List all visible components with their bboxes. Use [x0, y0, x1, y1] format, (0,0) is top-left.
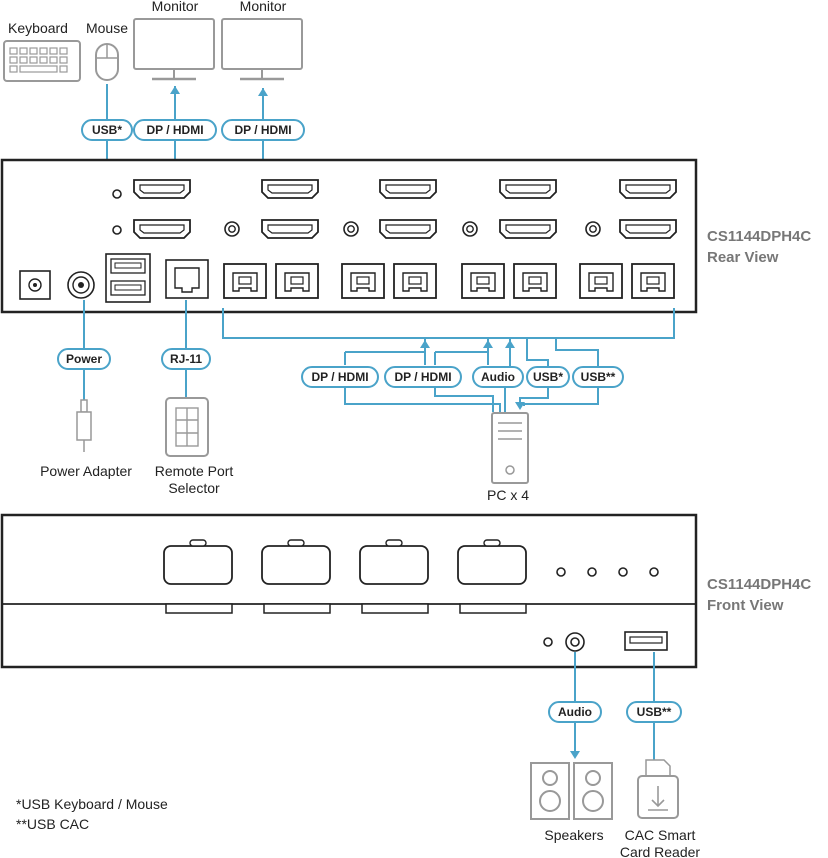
- rear-lower-wires: [83, 300, 675, 412]
- speakers-label: Speakers: [544, 827, 603, 843]
- card-reader-icon: [637, 759, 679, 819]
- cac-label-2: Card Reader: [620, 844, 700, 858]
- pc-usb-cac-pill: USB**: [572, 366, 624, 388]
- keyboard-label: Keyboard: [8, 20, 68, 36]
- keyboard-icon: [3, 40, 81, 82]
- footnote-usb-cac: **USB CAC: [16, 816, 89, 832]
- footnote-usb-kbm: *USB Keyboard / Mouse: [16, 796, 168, 812]
- svg-text:DP / HDMI: DP / HDMI: [234, 123, 291, 137]
- port-select-buttons: [163, 539, 527, 614]
- power-adapter-label: Power Adapter: [40, 463, 132, 479]
- pc-audio-pill: Audio: [472, 366, 524, 388]
- rear-model-label: CS1144DPH4C: [707, 228, 811, 245]
- usb-a-ports: [105, 253, 151, 303]
- power-switch: [67, 271, 95, 299]
- svg-text:USB*: USB*: [92, 123, 122, 137]
- svg-text:Audio: Audio: [481, 370, 515, 384]
- pc-label: PC x 4: [487, 487, 529, 503]
- rear-view-label: Rear View: [707, 249, 779, 266]
- remote-port-selector-icon: [165, 397, 209, 457]
- remote-port-label-1: Remote Port: [155, 463, 234, 479]
- remote-port-label-2: Selector: [168, 480, 220, 496]
- mouse-label: Mouse: [86, 20, 128, 36]
- svg-text:Power: Power: [66, 352, 102, 366]
- monitor-2-label: Monitor: [240, 0, 287, 14]
- monitor-2-icon: [220, 17, 304, 81]
- power-pill: Power: [57, 348, 111, 370]
- speakers-icon: [530, 762, 613, 820]
- svg-text:RJ-11: RJ-11: [170, 352, 202, 366]
- front-audio-jack: [565, 632, 585, 652]
- svg-text:DP / HDMI: DP / HDMI: [311, 370, 368, 384]
- rear-panel: [0, 158, 698, 314]
- power-jack: [19, 270, 51, 300]
- pc-dp-hdmi-pill-2: DP / HDMI: [384, 366, 462, 388]
- pc-dp-hdmi-pill-1: DP / HDMI: [301, 366, 379, 388]
- power-adapter-icon: [76, 399, 92, 452]
- svg-text:Audio: Audio: [558, 705, 592, 719]
- pc-tower-icon: [491, 412, 529, 484]
- monitor-1-label: Monitor: [152, 0, 199, 14]
- front-panel: [0, 513, 698, 669]
- rj11-pill: RJ-11: [161, 348, 211, 370]
- dp-hdmi-pill-1: DP / HDMI: [133, 119, 217, 141]
- front-view-label: Front View: [707, 597, 784, 614]
- svg-text:USB**: USB**: [581, 370, 616, 384]
- dp-hdmi-pill-2: DP / HDMI: [221, 119, 305, 141]
- front-usb-port: [624, 631, 668, 651]
- svg-text:USB**: USB**: [637, 705, 672, 719]
- svg-text:DP / HDMI: DP / HDMI: [394, 370, 451, 384]
- svg-text:USB*: USB*: [533, 370, 563, 384]
- monitor-1-icon: [132, 17, 216, 81]
- svg-text:DP / HDMI: DP / HDMI: [146, 123, 203, 137]
- front-usb-cac-pill: USB**: [626, 701, 682, 723]
- usb-kbm-pill: USB*: [81, 119, 133, 141]
- mouse-icon: [95, 43, 119, 81]
- rj11-port: [165, 259, 209, 299]
- cac-label-1: CAC Smart: [625, 827, 696, 843]
- pc-usb-kbm-pill: USB*: [526, 366, 570, 388]
- front-model-label: CS1144DPH4C: [707, 576, 811, 593]
- front-audio-pill: Audio: [548, 701, 602, 723]
